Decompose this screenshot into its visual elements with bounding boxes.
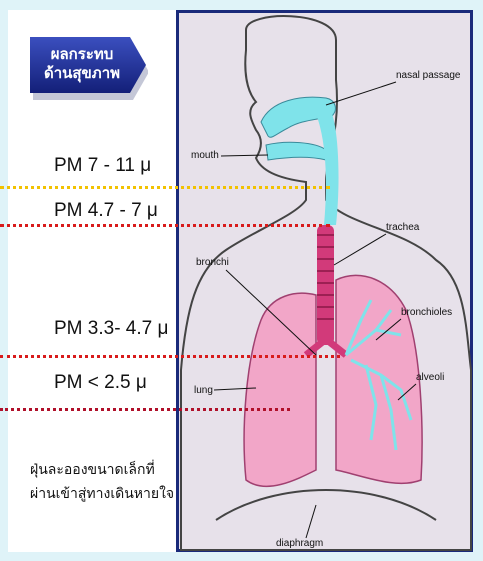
- label-alveoli: alveoli: [416, 372, 444, 383]
- pharynx-shape: [316, 114, 339, 225]
- note-text: ฝุ่นละอองขนาดเล็กที่ผ่านเข้าสู่ทางเดินหา…: [30, 458, 180, 506]
- guide-line-pm-4.7-7: [0, 224, 330, 227]
- guide-line-pm-3.3-4.7: [0, 355, 340, 358]
- label-lung: lung: [194, 385, 213, 396]
- label-mouth: mouth: [191, 150, 219, 161]
- label-nasal-passage: nasal passage: [396, 70, 461, 81]
- left-lung-shape: [244, 293, 316, 486]
- guide-line-pm-2.5: [0, 408, 290, 411]
- respiratory-diagram: nasal passage mouth trachea bronchi bron…: [176, 10, 473, 552]
- label-diaphragm: diaphragm: [276, 538, 323, 549]
- mouth-shape: [266, 142, 326, 160]
- pm-label-4.7-7: PM 4.7 - 7 μ: [54, 200, 158, 222]
- guide-line-pm-7-11: [0, 186, 330, 189]
- label-trachea: trachea: [386, 222, 420, 233]
- pm-label-7-11: PM 7 - 11 μ: [54, 155, 151, 177]
- label-bronchi: bronchi: [196, 257, 229, 268]
- pm-label-2.5: PM < 2.5 μ: [54, 372, 147, 394]
- trachea-shape: [317, 225, 334, 345]
- diaphragm-shape: [216, 490, 436, 520]
- label-bronchioles: bronchioles: [401, 307, 452, 318]
- pm-label-3.3-4.7: PM 3.3- 4.7 μ: [54, 318, 168, 340]
- badge-line-2: ด้านสุขภาพ: [36, 64, 128, 83]
- badge-line-1: ผลกระทบ: [36, 45, 128, 64]
- badge-text: ผลกระทบ ด้านสุขภาพ: [36, 45, 128, 83]
